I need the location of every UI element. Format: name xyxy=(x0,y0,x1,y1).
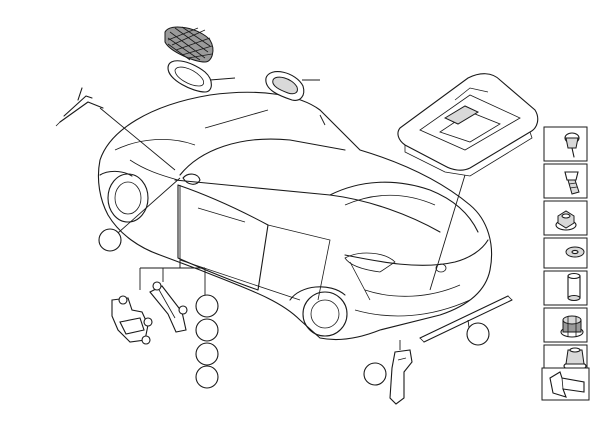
tow-bracket xyxy=(389,349,413,405)
hinge-arm xyxy=(149,281,188,333)
wiper-arm xyxy=(55,87,104,127)
door-handle-trim xyxy=(265,71,305,101)
callout-6 xyxy=(363,362,387,386)
screw-icon xyxy=(564,171,580,195)
parts-tile-bolt[interactable] xyxy=(543,126,588,162)
washer-icon xyxy=(565,246,585,258)
callout-2 xyxy=(195,294,219,318)
callout-3 xyxy=(195,318,219,342)
grille-mesh xyxy=(164,26,214,63)
callout-7 xyxy=(466,322,490,346)
spacer-sleeve-icon xyxy=(567,272,581,301)
trim-ring xyxy=(167,60,212,93)
grommet-icon xyxy=(560,315,584,338)
bolt-round-head-icon xyxy=(564,132,580,158)
parts-tile-spacer[interactable] xyxy=(543,270,588,306)
parts-tile-screw[interactable] xyxy=(543,163,588,199)
parts-tile-washer[interactable] xyxy=(543,237,588,269)
parts-tile-arrow[interactable] xyxy=(541,367,590,401)
arrow-icon xyxy=(549,371,585,398)
parts-tile-grommet[interactable] xyxy=(543,307,588,343)
collar-nut-icon xyxy=(555,210,577,231)
trunk-storage-tray xyxy=(397,73,539,177)
leader-lines xyxy=(99,77,471,350)
parts-column xyxy=(541,126,590,401)
callout-5 xyxy=(195,365,219,389)
callout-4 xyxy=(195,342,219,366)
hood-hinge-bracket xyxy=(111,295,153,345)
callout-1 xyxy=(98,228,122,252)
car-convertible-outline xyxy=(97,91,493,341)
parts-tile-nut[interactable] xyxy=(543,200,588,236)
